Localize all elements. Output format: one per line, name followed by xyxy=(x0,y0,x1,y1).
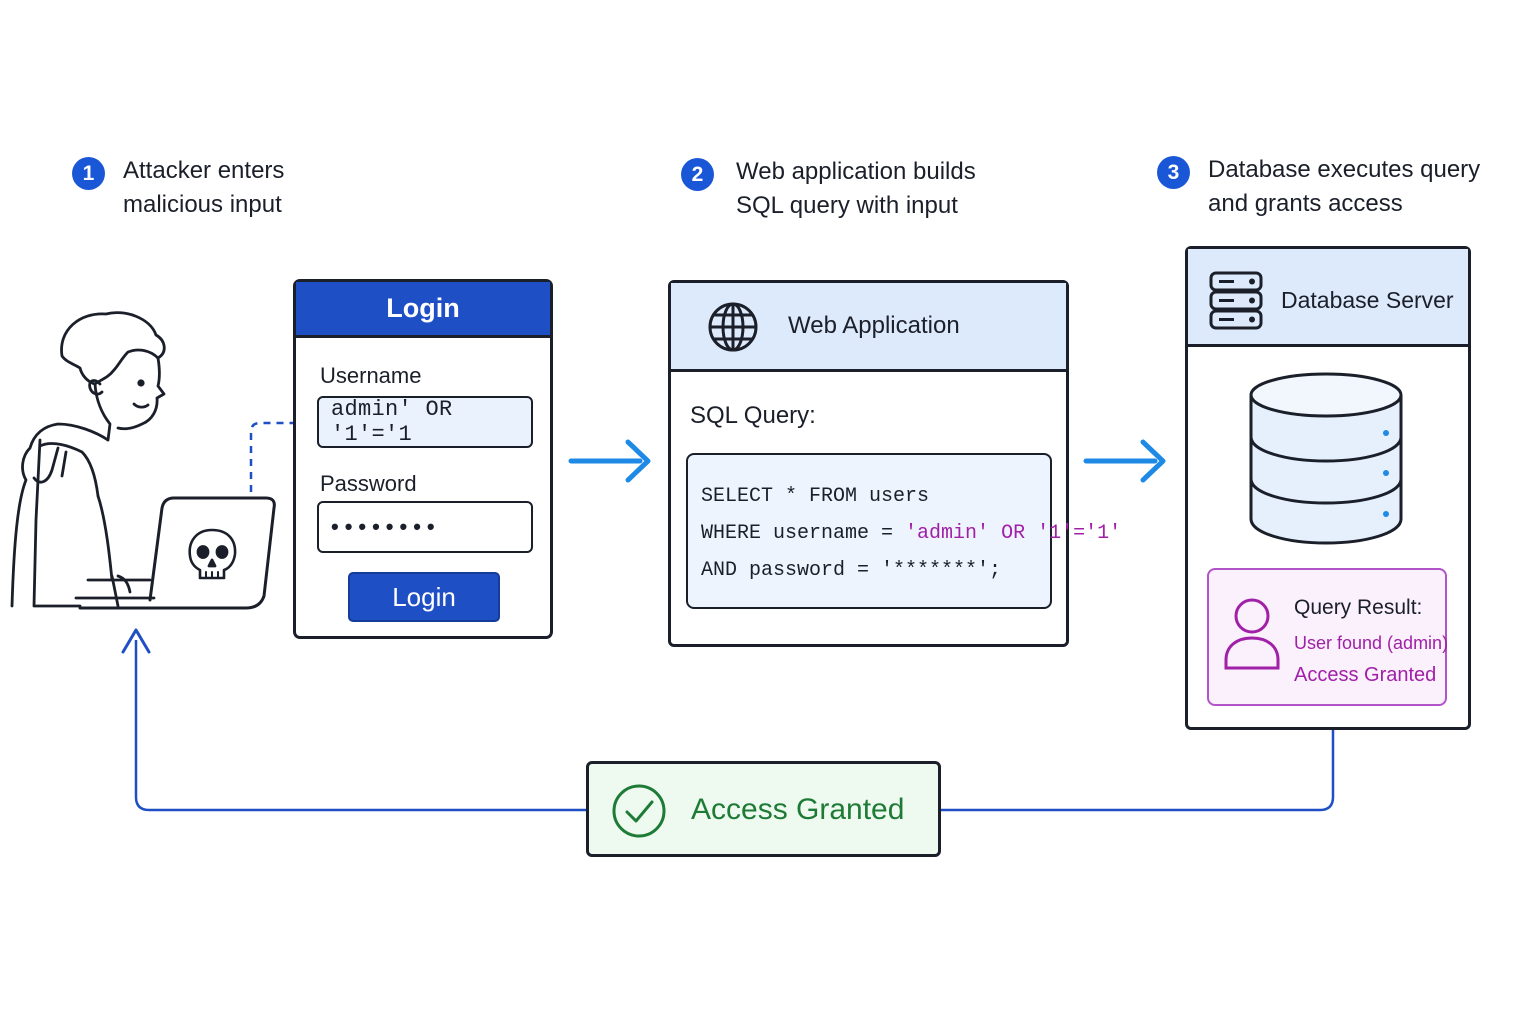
database-cylinder-icon xyxy=(1249,372,1403,545)
arrow-up-icon xyxy=(121,628,151,654)
username-label: Username xyxy=(320,363,422,388)
attacker-illustration xyxy=(10,311,276,610)
step-2-text-line2: SQL query with input xyxy=(736,192,958,219)
step-1-number: 1 xyxy=(72,157,105,190)
step-1-text-line2: malicious input xyxy=(123,191,282,218)
step-2-number: 2 xyxy=(681,158,714,191)
step-1-text-line1: Attacker enters xyxy=(123,157,285,184)
arrow-right-icon xyxy=(1083,439,1166,483)
web-application-title: Web Application xyxy=(788,312,960,339)
web-application-header: Web Application xyxy=(671,283,1066,372)
check-circle-icon xyxy=(612,784,666,838)
step-1-heading: 1 Attacker enters malicious input xyxy=(72,154,453,222)
query-result-user: User found (admin) xyxy=(1294,633,1449,653)
web-application-panel: Web Application SQL Query: SELECT * FROM… xyxy=(668,280,1121,647)
access-granted-badge: Access Granted xyxy=(586,761,941,857)
password-label: Password xyxy=(320,471,417,496)
query-result-box: Query Result: User found (admin) Access … xyxy=(1207,568,1449,706)
database-server-panel: Database Server Query Result: User found… xyxy=(1185,246,1471,730)
input-dashed-connector xyxy=(249,421,318,492)
server-rack-icon xyxy=(1209,271,1263,330)
login-form-title: Login xyxy=(296,282,550,338)
feedback-loop-line xyxy=(134,640,1335,812)
step-3-heading: 3 Database executes query and grants acc… xyxy=(1157,153,1538,221)
step-2-heading: 2 Web application builds SQL query with … xyxy=(681,155,1066,223)
globe-icon xyxy=(708,302,758,352)
database-server-header: Database Server xyxy=(1188,249,1468,347)
sql-line-1: SELECT * FROM users xyxy=(701,485,930,508)
sql-line-2-prefix: WHERE username = xyxy=(701,522,906,545)
database-server-title: Database Server xyxy=(1281,287,1454,313)
query-result-access: Access Granted xyxy=(1294,664,1437,686)
sql-code-block: SELECT * FROM users WHERE username = 'ad… xyxy=(686,453,1121,609)
username-value: admin' OR '1'='1 xyxy=(331,397,453,447)
arrow-right-icon xyxy=(568,439,651,483)
sql-line-3: AND password = '*******'; xyxy=(701,559,1002,582)
sql-injected-payload: 'admin' OR '1'='1' xyxy=(905,522,1122,545)
sql-query-label: SQL Query: xyxy=(690,402,816,429)
step-3-text-line1: Database executes query xyxy=(1208,156,1481,183)
password-field[interactable]: •••••••• xyxy=(317,501,533,553)
password-value: •••••••• xyxy=(331,514,441,539)
login-form: Login Username admin' OR '1'='1 Password… xyxy=(293,279,553,639)
username-field[interactable]: admin' OR '1'='1 xyxy=(317,396,533,448)
step-3-number: 3 xyxy=(1157,156,1190,189)
user-icon xyxy=(1224,598,1280,670)
login-button[interactable]: Login xyxy=(348,572,500,622)
step-2-text-line1: Web application builds xyxy=(736,158,976,185)
access-granted-label: Access Granted xyxy=(691,793,905,826)
step-3-text-line2: and grants access xyxy=(1208,190,1403,217)
query-result-title: Query Result: xyxy=(1294,596,1423,619)
